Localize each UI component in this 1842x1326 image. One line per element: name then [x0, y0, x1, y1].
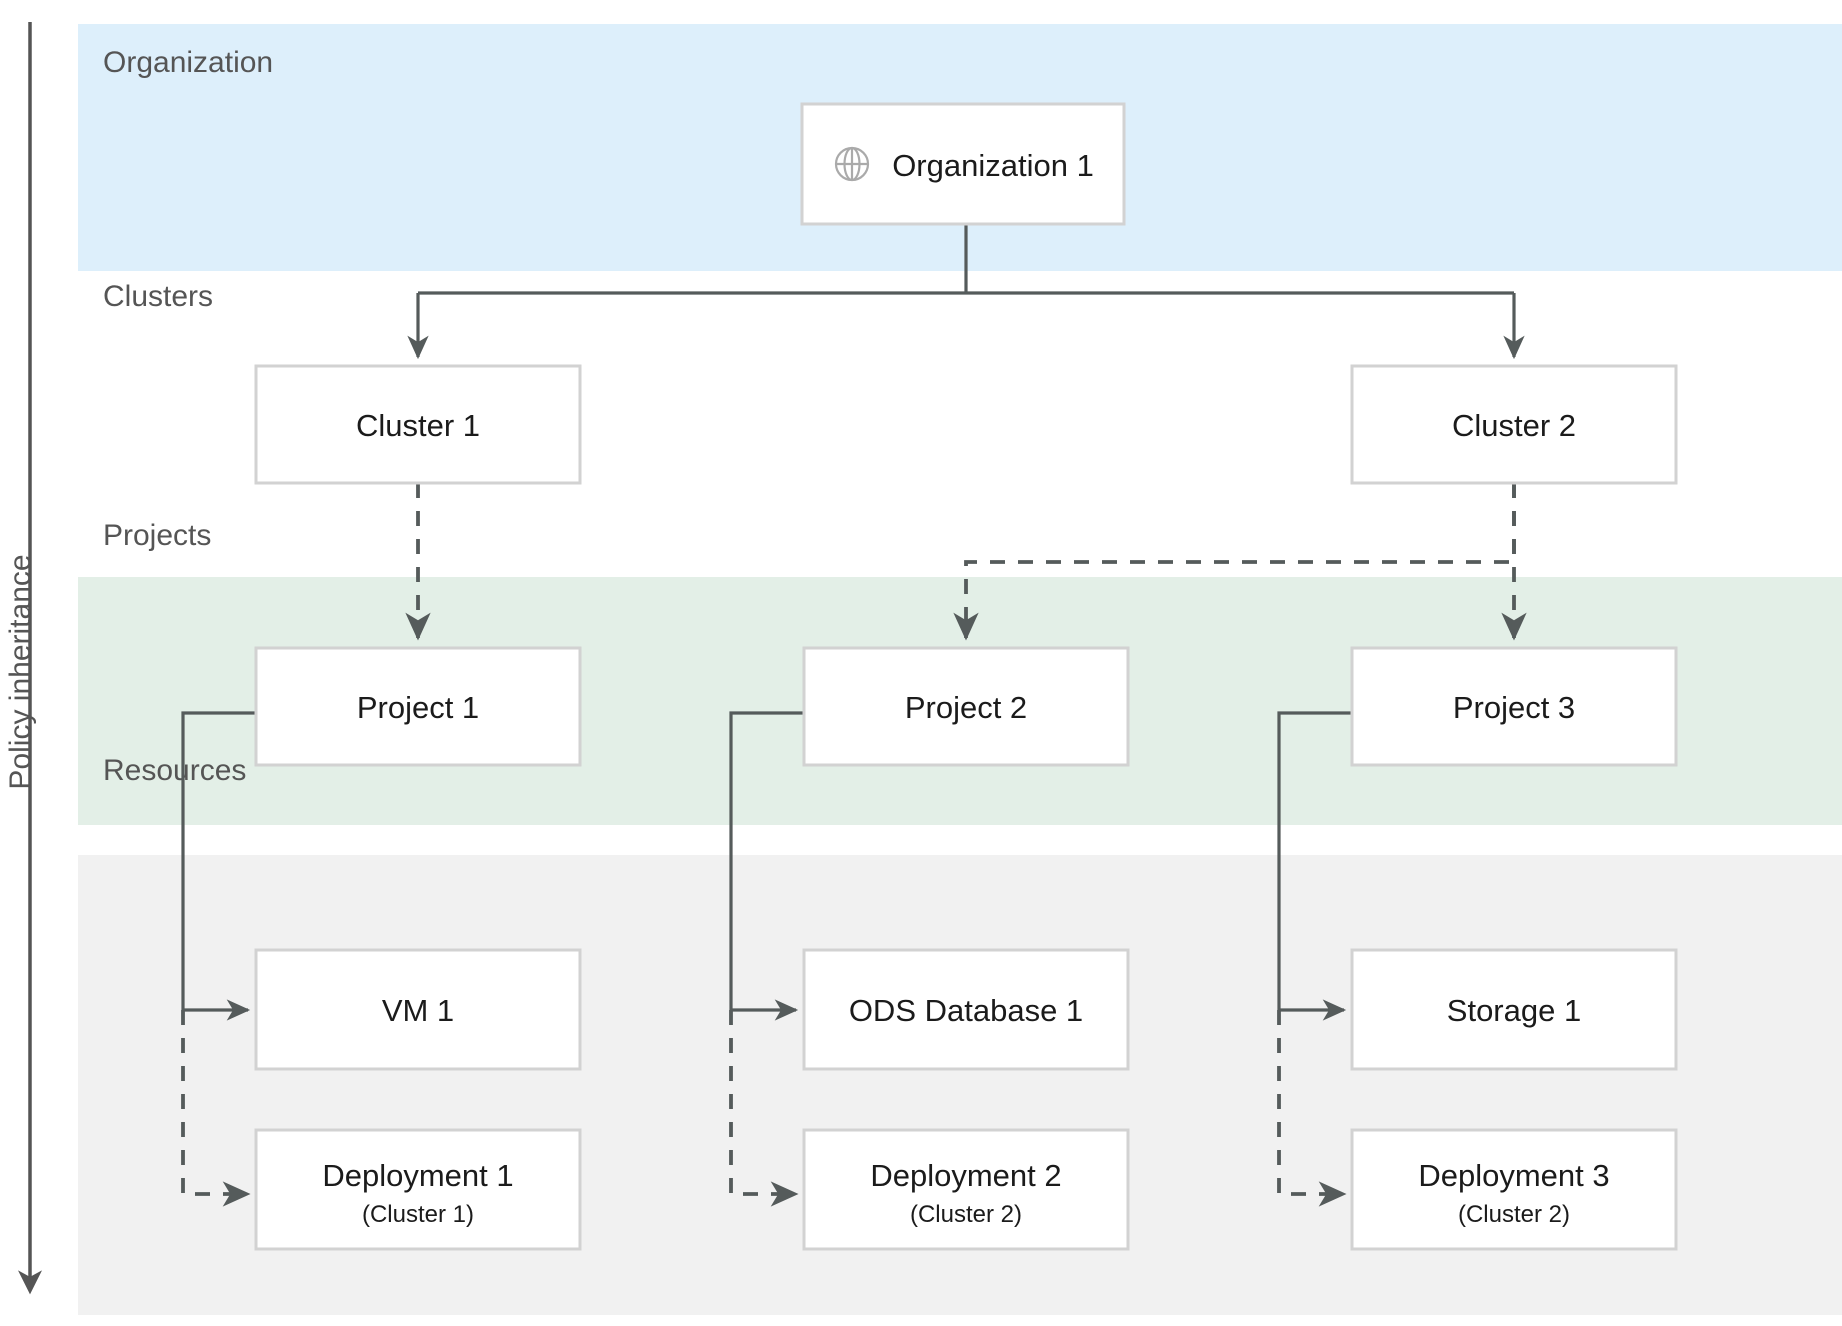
node-ods-database-1-box[interactable] — [802, 948, 1130, 1071]
edge-project3-to-deployment3 — [1277, 1010, 1347, 1207]
node-ods-database-1[interactable]: ODS Database 1 — [802, 948, 1130, 1071]
policy-inheritance-axis: Policy inheritance — [4, 22, 43, 1295]
edge-project2-to-resources — [729, 711, 806, 1207]
edge-cluster2-to-projects — [953, 483, 1527, 641]
node-deployment-1-box[interactable] — [254, 1128, 582, 1251]
node-project-1[interactable]: Project 1 — [254, 646, 582, 767]
node-project-3-box[interactable] — [1350, 646, 1678, 767]
node-vm-1[interactable]: VM 1 — [254, 948, 582, 1071]
node-organization-1-label: Organization 1 — [892, 148, 1094, 183]
node-deployment-3[interactable]: Deployment 3 (Cluster 2) — [1350, 1128, 1678, 1251]
edge-project2-to-deployment2 — [729, 1010, 799, 1207]
band-label-organization: Organization — [103, 46, 273, 79]
node-project-3[interactable]: Project 3 — [1350, 646, 1678, 767]
node-deployment-3-label: Deployment 3 — [1418, 1158, 1609, 1193]
node-ods-database-1-label: ODS Database 1 — [849, 993, 1083, 1028]
node-deployment-1-sublabel: (Cluster 1) — [362, 1201, 474, 1228]
edge-project3-trunk — [1277, 711, 1354, 1010]
edge-project2-trunk — [729, 711, 806, 1010]
node-deployment-2-box[interactable] — [802, 1128, 1130, 1251]
node-project-3-label: Project 3 — [1453, 690, 1575, 725]
edge-org-to-clusters — [407, 224, 1525, 360]
edge-project1-trunk — [181, 711, 258, 1010]
band-clusters: Clusters — [103, 280, 213, 313]
node-cluster-1-label: Cluster 1 — [356, 408, 480, 443]
edge-project1-to-resources — [181, 711, 258, 1207]
node-cluster-2-label: Cluster 2 — [1452, 408, 1576, 443]
node-deployment-3-sublabel: (Cluster 2) — [1458, 1201, 1570, 1228]
node-project-1-box[interactable] — [254, 646, 582, 767]
node-project-1-label: Project 1 — [357, 690, 479, 725]
band-label-projects: Projects — [103, 519, 211, 552]
node-deployment-3-box[interactable] — [1350, 1128, 1678, 1251]
edge-project3-to-resources — [1277, 711, 1354, 1207]
node-project-2-box[interactable] — [802, 646, 1130, 767]
band-label-clusters: Clusters — [103, 280, 213, 313]
node-storage-1[interactable]: Storage 1 — [1350, 948, 1678, 1071]
policy-inheritance-label: Policy inheritance — [4, 554, 37, 789]
node-project-2[interactable]: Project 2 — [802, 646, 1130, 767]
band-label-resources: Resources — [103, 754, 246, 787]
node-cluster-2-box[interactable] — [1350, 364, 1678, 485]
node-project-2-label: Project 2 — [905, 690, 1027, 725]
node-storage-1-label: Storage 1 — [1447, 993, 1581, 1028]
node-deployment-1[interactable]: Deployment 1 (Cluster 1) — [254, 1128, 582, 1251]
node-cluster-1[interactable]: Cluster 1 — [254, 364, 582, 485]
node-deployment-2-sublabel: (Cluster 2) — [910, 1201, 1022, 1228]
node-organization-1[interactable]: Organization 1 — [800, 102, 1126, 226]
node-deployment-2[interactable]: Deployment 2 (Cluster 2) — [802, 1128, 1130, 1251]
node-storage-1-box[interactable] — [1350, 948, 1678, 1071]
node-cluster-2[interactable]: Cluster 2 — [1350, 364, 1678, 485]
globe-icon — [834, 146, 870, 182]
node-cluster-1-box[interactable] — [254, 364, 582, 485]
node-deployment-2-label: Deployment 2 — [870, 1158, 1061, 1193]
node-vm-1-label: VM 1 — [382, 993, 454, 1028]
node-vm-1-box[interactable] — [254, 948, 582, 1071]
edge-project1-to-deployment1 — [181, 1010, 251, 1207]
node-deployment-1-label: Deployment 1 — [322, 1158, 513, 1193]
